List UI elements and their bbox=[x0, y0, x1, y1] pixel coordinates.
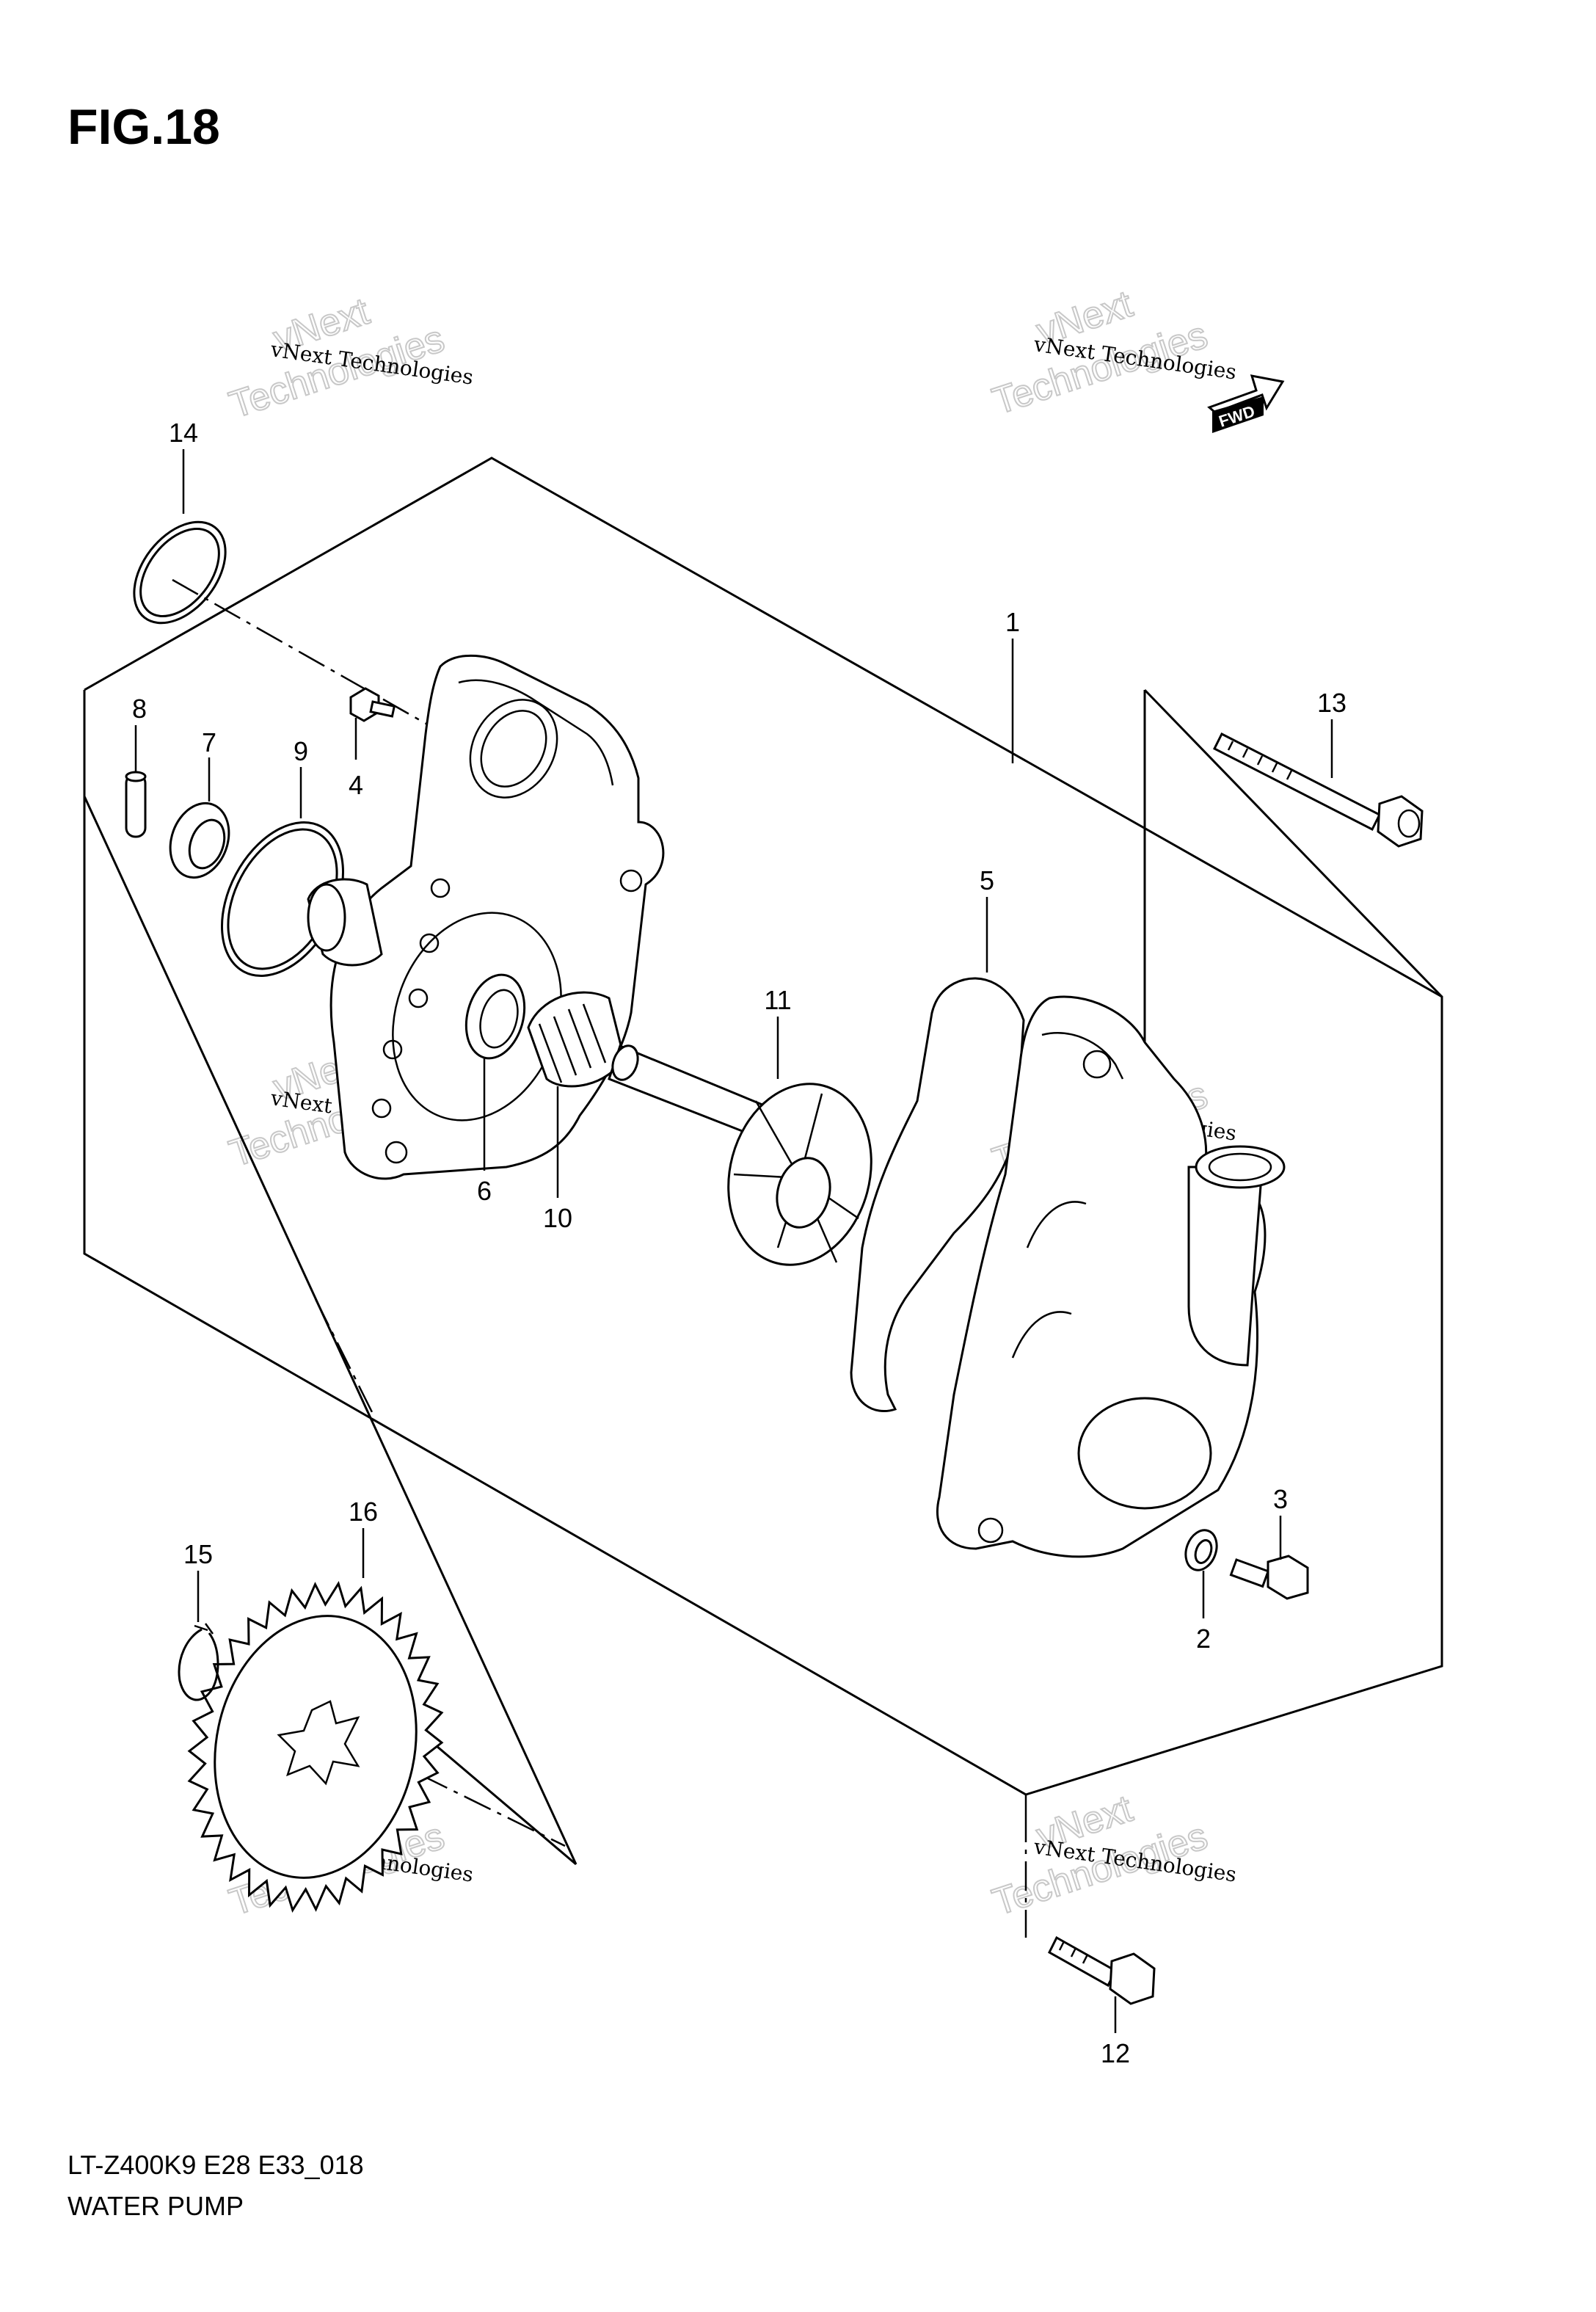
gear-16 bbox=[187, 1581, 444, 1913]
callout-labels: 14 8 7 9 4 1 13 5 11 6 10 3 2 16 15 12 bbox=[132, 418, 1347, 2068]
callout-16: 16 bbox=[349, 1497, 378, 1527]
leader-lines bbox=[134, 449, 1333, 2033]
callout-2: 2 bbox=[1196, 1624, 1211, 1654]
pump-case bbox=[307, 654, 665, 1180]
bolt-12 bbox=[1048, 1935, 1156, 2005]
callout-10: 10 bbox=[543, 1203, 572, 1233]
callout-5: 5 bbox=[980, 865, 994, 895]
pump-cover bbox=[936, 995, 1286, 1558]
callout-7: 7 bbox=[202, 727, 216, 757]
washer-2 bbox=[1184, 1529, 1218, 1571]
impeller-11 bbox=[727, 1083, 872, 1266]
callout-8: 8 bbox=[132, 694, 147, 724]
callout-13: 13 bbox=[1317, 688, 1347, 718]
fwd-arrow-icon: FWD bbox=[1207, 374, 1285, 433]
oil-seal-6 bbox=[464, 973, 526, 1060]
centerline-side bbox=[314, 1298, 376, 1417]
assembly-outline bbox=[83, 457, 1443, 1866]
model-code: LT-Z400K9 E28 E33_018 bbox=[68, 2150, 364, 2180]
watermark-top-left: vNext Technologies vNext Technologies bbox=[224, 289, 475, 427]
o-ring-14 bbox=[133, 520, 227, 625]
bolt-3 bbox=[1229, 1555, 1309, 1600]
dowel-pin-8 bbox=[125, 771, 147, 838]
callout-12: 12 bbox=[1101, 2038, 1130, 2068]
watermark-top-right: vNext Technologies vNext Technologies bbox=[987, 282, 1238, 423]
bolt-13 bbox=[1212, 732, 1424, 848]
callout-9: 9 bbox=[294, 736, 308, 766]
callout-11: 11 bbox=[764, 985, 791, 1015]
callout-1: 1 bbox=[1005, 607, 1020, 637]
figure-title: FIG.18 bbox=[68, 99, 220, 155]
callout-14: 14 bbox=[169, 418, 198, 448]
callout-3: 3 bbox=[1273, 1484, 1288, 1514]
washer-7 bbox=[169, 801, 230, 879]
section-name: WATER PUMP bbox=[68, 2191, 244, 2221]
bolt-4 bbox=[349, 687, 396, 722]
circlip-15 bbox=[178, 1623, 219, 1701]
callout-6: 6 bbox=[477, 1176, 492, 1206]
callout-15: 15 bbox=[183, 1539, 213, 1569]
callout-4: 4 bbox=[349, 770, 363, 800]
mechanical-seal-10 bbox=[527, 991, 625, 1088]
centerline-gear bbox=[333, 1731, 566, 1847]
